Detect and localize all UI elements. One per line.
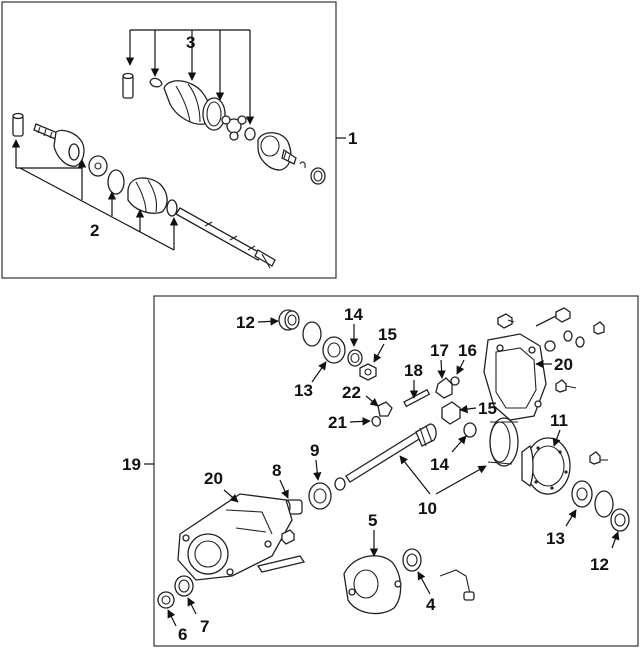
boot-outer — [127, 177, 168, 214]
clip — [299, 161, 306, 169]
axle-shaft — [175, 207, 276, 269]
callout-20-right: 20 — [554, 355, 573, 374]
differential-case — [521, 437, 571, 495]
drive-pinion — [345, 423, 437, 483]
shim-right — [594, 490, 614, 518]
callout-14-top: 14 — [344, 305, 363, 324]
drain-plug — [281, 529, 295, 545]
callout-3-leader — [125, 29, 255, 125]
sensor-wire — [439, 569, 475, 601]
gear-15-mid — [441, 401, 461, 425]
differential-assembly-box — [153, 295, 639, 647]
bearing-cup-right — [610, 508, 630, 532]
callout-13-right: 13 — [546, 529, 565, 548]
callout-15-top: 15 — [378, 325, 397, 344]
bearing-top — [322, 336, 346, 364]
callout-2: 2 — [90, 221, 99, 240]
callout-16: 16 — [458, 341, 477, 360]
callout-7: 7 — [200, 617, 209, 636]
callout-1: 1 — [348, 129, 357, 148]
callout-8: 8 — [272, 461, 281, 480]
inner-housing — [257, 132, 297, 171]
grease-tube-right — [122, 72, 134, 99]
axle-assembly-box — [1, 1, 337, 279]
callout-17: 17 — [430, 341, 449, 360]
washer-21 — [371, 415, 381, 427]
callout-9: 9 — [310, 441, 319, 460]
nut-15-top — [359, 363, 377, 381]
callout-12-top: 12 — [236, 313, 255, 332]
ring-gear — [487, 417, 519, 467]
rear-cover — [343, 555, 402, 615]
bearing-cup-top — [278, 309, 300, 331]
callout-22: 22 — [342, 383, 361, 402]
side-seal-4 — [402, 548, 422, 572]
callout-15-mid: 15 — [478, 399, 497, 418]
bolts — [497, 307, 608, 465]
outer-cv-joint — [33, 123, 85, 167]
callout-6: 6 — [178, 625, 187, 644]
callout-21: 21 — [328, 413, 347, 432]
gear-22 — [377, 401, 393, 417]
callout-14-mid: 14 — [430, 455, 449, 474]
clamp-outer — [107, 169, 125, 195]
bearing-13-right — [571, 480, 593, 508]
dust-seal — [310, 167, 326, 185]
differential-carrier — [177, 493, 306, 581]
spacer-9 — [334, 477, 346, 491]
grease-tube-left — [12, 112, 24, 137]
tripod-joint — [221, 115, 247, 141]
inner-race — [88, 155, 108, 177]
oil-seal-7 — [174, 575, 194, 597]
callout-5: 5 — [368, 511, 377, 530]
pin-18 — [403, 388, 431, 408]
washer-16 — [450, 376, 460, 386]
callout-19: 19 — [122, 455, 141, 474]
seal-14-mid — [463, 422, 477, 438]
flange-nut-6 — [157, 591, 175, 609]
callout-2-leader — [11, 139, 179, 251]
clamp-small — [149, 77, 163, 88]
seal-14-top — [347, 349, 363, 367]
callout-10-leader — [399, 455, 487, 495]
callout-10: 10 — [418, 499, 437, 518]
callout-18: 18 — [404, 361, 423, 380]
callout-3: 3 — [186, 33, 195, 52]
gear-17 — [435, 377, 453, 399]
callout-11: 11 — [550, 411, 568, 430]
callout-12-right: 12 — [590, 555, 609, 574]
snap-ring — [244, 127, 256, 141]
carrier-cover-20 — [483, 333, 547, 421]
callout-20-left: 20 — [204, 469, 223, 488]
pinion-bearing — [308, 482, 332, 510]
callout-13-top: 13 — [294, 381, 313, 400]
callout-4: 4 — [426, 595, 436, 614]
ring-large — [202, 97, 226, 131]
shim-ring — [302, 321, 322, 347]
